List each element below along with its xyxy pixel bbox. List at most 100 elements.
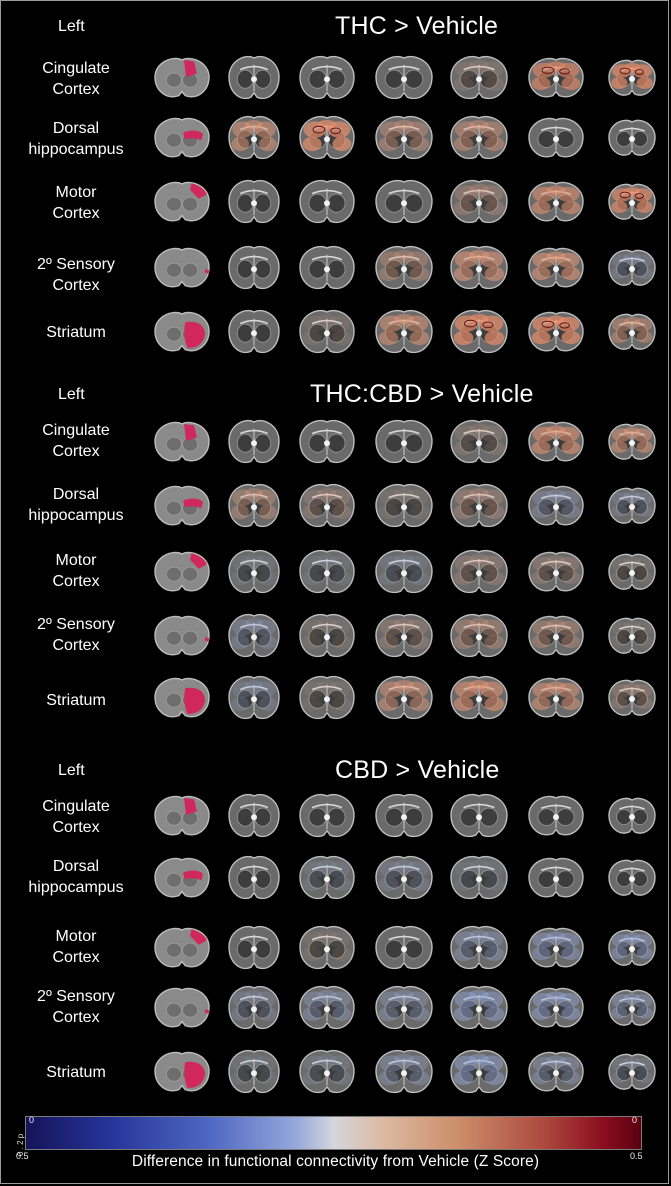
brain-slice [528,927,584,968]
roi-reference-slice [154,615,210,656]
brain-slice [608,423,656,460]
left-label: Left [58,386,85,403]
brain-slice [299,925,355,970]
row-label-line1: Striatum [46,324,106,341]
roi-reference-slice [154,551,210,592]
brain-slices [0,108,671,168]
row-label: Dorsal hippocampus [20,118,132,160]
roi-reference-slice [154,857,210,898]
brain-slice [375,1049,433,1094]
brain-slices [0,542,671,602]
row-label-line2: Cortex [52,949,100,966]
brain-slice [608,617,656,654]
row-label-line2: Cortex [52,1009,100,1026]
row-striatum: Striatum [0,1042,671,1102]
brain-slices [0,476,671,536]
brain-slice [299,483,355,528]
brain-slice [299,115,355,160]
brain-slice [299,55,355,100]
roi-reference-slice [154,247,210,288]
roi-highlight [190,183,207,199]
brain-slices [0,786,671,846]
row-label-line2: hippocampus [28,879,124,896]
roi-highlight [190,929,207,945]
brain-slice [450,245,508,290]
roi-highlight [184,60,197,77]
row-label-line2: Cortex [52,819,100,836]
brain-slice [228,245,280,290]
brain-slices [0,48,671,108]
row-label-line2: hippocampus [28,507,124,524]
colorbar-min-label: 0.5 [16,1151,29,1161]
brain-slice [608,989,656,1026]
colorbar-label: Difference in functional connectivity fr… [131,1153,540,1170]
row-label-line2: Cortex [52,637,100,654]
brain-slice [375,179,433,224]
brain-slices [0,302,671,362]
roi-reference-slice [154,795,210,836]
brain-slice [450,793,508,838]
row-striatum: Striatum [0,668,671,728]
brain-slices [0,668,671,728]
brain-slice [228,675,280,720]
row-label-line1: Striatum [46,1064,106,1081]
brain-slice [375,985,433,1030]
brain-slice [608,929,656,966]
roi-reference-slice [154,57,210,98]
brain-slice [608,679,656,716]
row-label-line1: Motor [55,552,97,569]
brain-slice [608,487,656,524]
brain-slice [228,55,280,100]
row-label-line2: Cortex [52,277,100,294]
brain-slice [299,855,355,900]
row-label-line2: Cortex [52,443,100,460]
brain-slice [608,553,656,590]
brain-slice [450,613,508,658]
row-label: Striatum [20,690,132,711]
brain-slice [228,549,280,594]
panel-title: THC:CBD > Vehicle [310,380,534,408]
roi-highlight [184,798,197,815]
roi-reference-slice [154,421,210,462]
roi-highlight [183,130,204,141]
brain-slice [299,613,355,658]
row-dorsal-hippocampus: Dorsal hippocampus [0,108,671,168]
brain-slice [228,483,280,528]
brain-slices [0,606,671,666]
brain-slice [299,675,355,720]
roi-highlight [190,553,207,569]
brain-slice [299,549,355,594]
brain-slice [528,795,584,836]
roi-highlight [204,269,209,274]
row-label-line1: 2º Sensory [37,256,115,273]
roi-reference-slice [154,117,210,158]
brain-slice [450,855,508,900]
roi-highlight [183,870,204,881]
brain-slice [528,551,584,592]
brain-slice [450,1049,508,1094]
brain-slice [375,115,433,160]
row-label-line2: Cortex [52,81,100,98]
roi-reference-slice [154,181,210,222]
brain-slice [608,797,656,834]
brain-slice [450,925,508,970]
brain-slice [608,1053,656,1090]
row-label-line1: Cingulate [42,798,110,815]
roi-reference-slice [154,987,210,1028]
colorbar-top-right-tick: 0 [632,1115,638,1125]
row-label-line2: hippocampus [28,141,124,158]
roi-highlight [184,687,206,714]
brain-slice [528,181,584,222]
left-label: Left [58,762,85,779]
roi-reference-slice [154,927,210,968]
brain-slice [228,1049,280,1094]
colorbar-legend: 0 . 2 p 0 0 0.5 0.5 Difference in functi… [0,1108,671,1186]
brain-slice [608,313,656,350]
row-label-line1: Dorsal [52,120,100,137]
